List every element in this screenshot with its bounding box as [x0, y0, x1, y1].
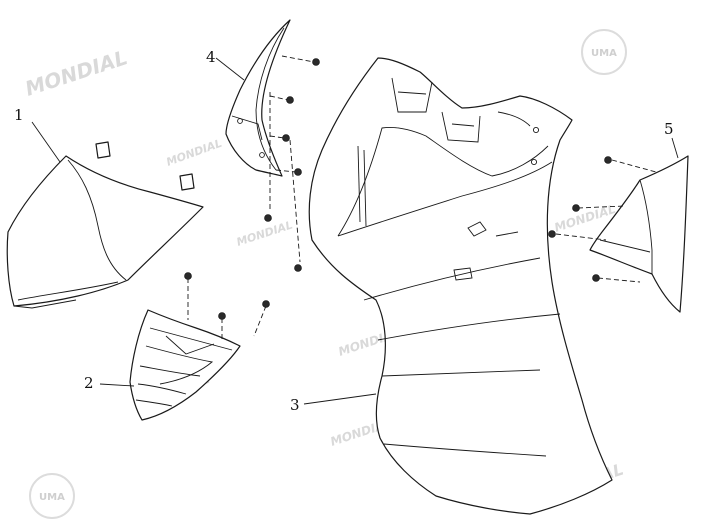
clip-nut [179, 173, 195, 191]
screw-icon [592, 274, 600, 282]
clip-nut [95, 141, 111, 159]
callout-2: 2 [84, 374, 94, 392]
part-3-front-shield [308, 57, 613, 515]
svg-text:UMA: UMA [591, 48, 617, 59]
callout-1: 1 [14, 106, 24, 124]
screw-icon [294, 264, 302, 272]
screw-icon [548, 230, 556, 238]
screw-icon [294, 168, 302, 176]
callout-4: 4 [206, 48, 216, 66]
part-1-left-panel [6, 141, 204, 309]
part-5-right-panel [548, 155, 689, 313]
screw-icon [264, 214, 272, 222]
part-4-upper-bracket [225, 19, 320, 272]
callout-3: 3 [290, 396, 300, 414]
watermark-brand: MONDIAL [235, 218, 294, 248]
screw-icon [282, 134, 290, 142]
watermark-brand: MONDIAL [22, 45, 130, 101]
screw-icon [286, 96, 294, 104]
screw-icon [262, 300, 270, 308]
svg-text:UMA: UMA [39, 492, 65, 503]
screw-icon [218, 312, 226, 320]
screw-icon [604, 156, 612, 164]
screw-icon [312, 58, 320, 66]
screw-icon [572, 204, 580, 212]
callout-5: 5 [664, 120, 674, 138]
screw-icon [184, 272, 192, 280]
watermark-badge: UMA [29, 473, 75, 519]
callout-leaders [31, 57, 679, 405]
callout-labels: 1 2 3 4 5 [14, 48, 674, 414]
watermark-badge: UMA [581, 29, 627, 75]
watermark-brand: MONDIAL [165, 137, 224, 169]
part-2-front-grille [129, 272, 270, 421]
